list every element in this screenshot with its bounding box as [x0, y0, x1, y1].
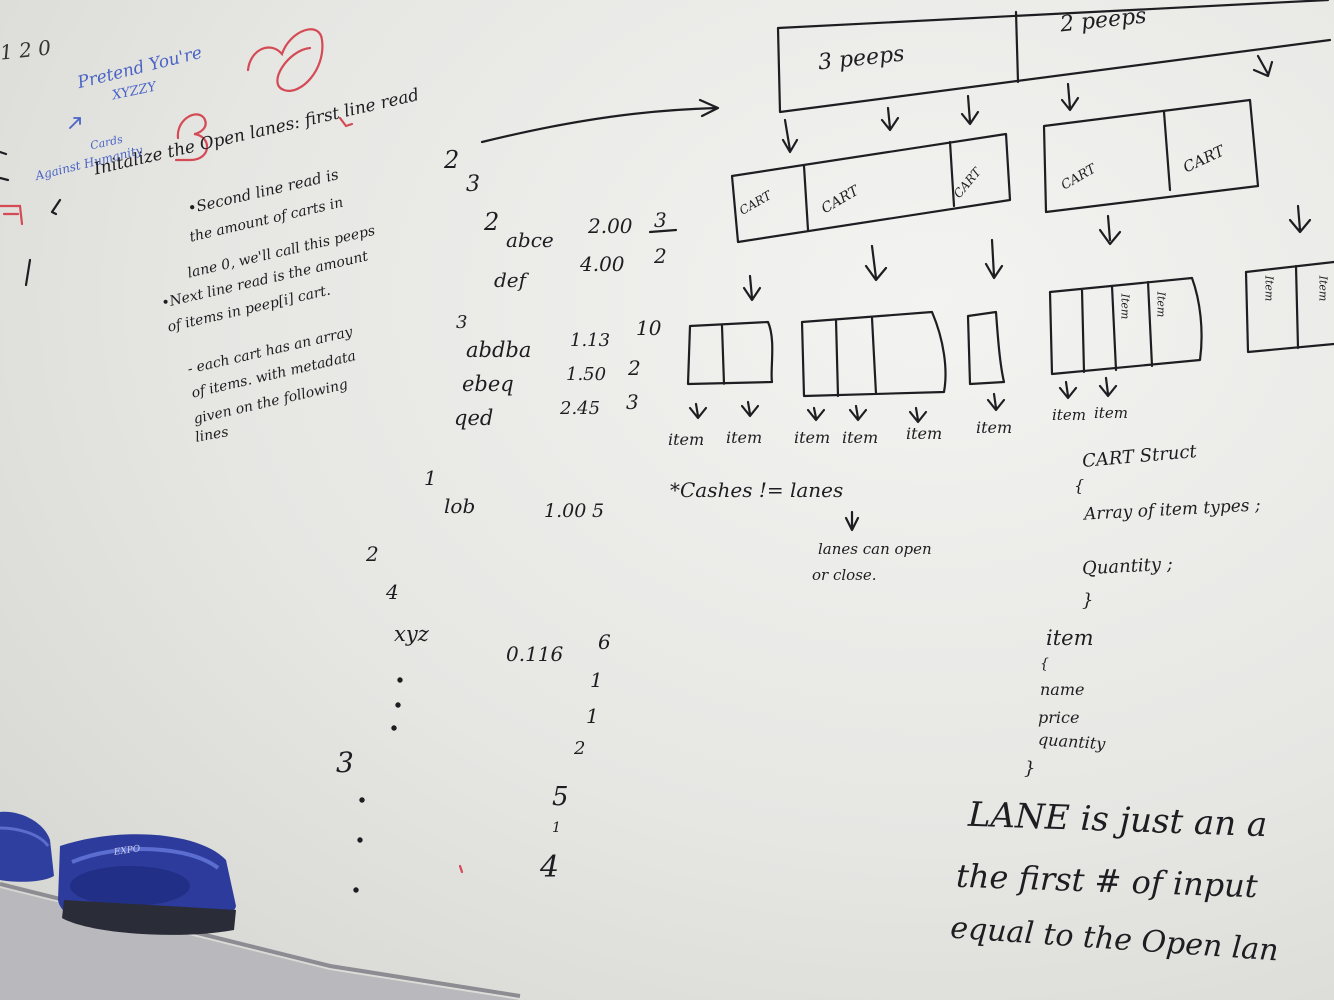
col-value-2: 1 [586, 704, 599, 728]
r6-price: 1.00 [544, 500, 587, 522]
r5-name: qed [454, 406, 494, 430]
r4-qty: 2 [628, 356, 641, 380]
r1-name: abce [506, 228, 554, 252]
item-label-5: item [906, 424, 943, 443]
eraser-right [58, 834, 236, 935]
r3-name: abdba [466, 338, 532, 362]
col-value-6: 1 [552, 820, 561, 836]
item-vertical-2: Item [1154, 291, 1168, 318]
item-label-1: item [668, 430, 705, 449]
input-n2c: 2 [366, 542, 379, 566]
r2-name: def [494, 268, 527, 292]
col-value-7: 4 [540, 850, 560, 885]
item-label-7: item [1052, 406, 1086, 424]
struct-brace-open-2: { [1040, 656, 1049, 672]
struct-price-field: price [1038, 708, 1080, 727]
struct-brace-close-2: } [1024, 758, 1036, 779]
r3-price: 1.13 [570, 330, 611, 351]
input-n3b: 3 [456, 312, 468, 333]
col-value-3: 2 [574, 738, 586, 759]
item-vertical-1: Item [1118, 293, 1132, 320]
input-n2: 2 [444, 146, 460, 174]
or-close-note: or close. [812, 566, 877, 584]
r4-price: 1.50 [566, 364, 607, 385]
input-n3: 3 [466, 172, 480, 197]
item-label-6: item [976, 418, 1013, 437]
r7-name: xyz [394, 622, 429, 646]
r7-qty: 6 [598, 630, 611, 654]
r2-qty: 2 [654, 244, 667, 268]
eraser-left [0, 811, 54, 882]
item-vertical-3: Item [1262, 275, 1276, 302]
r6-name: lob [444, 494, 476, 518]
item-label-8: item [1094, 404, 1128, 422]
r6-qty: 5 [592, 500, 605, 522]
input-n4: 4 [386, 580, 399, 604]
struct-brace-open: { [1074, 476, 1085, 495]
input-n3c: 3 [336, 746, 354, 779]
r4-name: ebeq [462, 372, 514, 396]
item-vertical-4: Item [1316, 275, 1330, 302]
col-value-5: 5 [552, 782, 569, 812]
r5-price: 2.45 [560, 398, 601, 419]
struct-name-field: name [1040, 680, 1085, 699]
input-n1: 1 [424, 466, 437, 490]
item-label-4: item [842, 428, 879, 447]
item-label-2: item [726, 428, 763, 447]
cashiers-note: *Cashes != lanes [670, 478, 844, 502]
col-value-1: 1 [590, 668, 603, 692]
r2-price: 4.00 [580, 252, 625, 276]
r5-qty: 3 [626, 390, 639, 414]
r1-qty: 3 [654, 208, 667, 232]
r7-price: 0.116 [506, 642, 564, 666]
r1-price: 2.00 [588, 214, 633, 238]
lanes-can-open-note: lanes can open [818, 540, 932, 558]
struct-brace-close: } [1082, 590, 1094, 611]
item-label-3: item [794, 428, 831, 447]
input-n2b: 2 [484, 208, 500, 236]
r3-qty: 10 [636, 316, 662, 340]
struct-item-title: item [1046, 626, 1094, 650]
